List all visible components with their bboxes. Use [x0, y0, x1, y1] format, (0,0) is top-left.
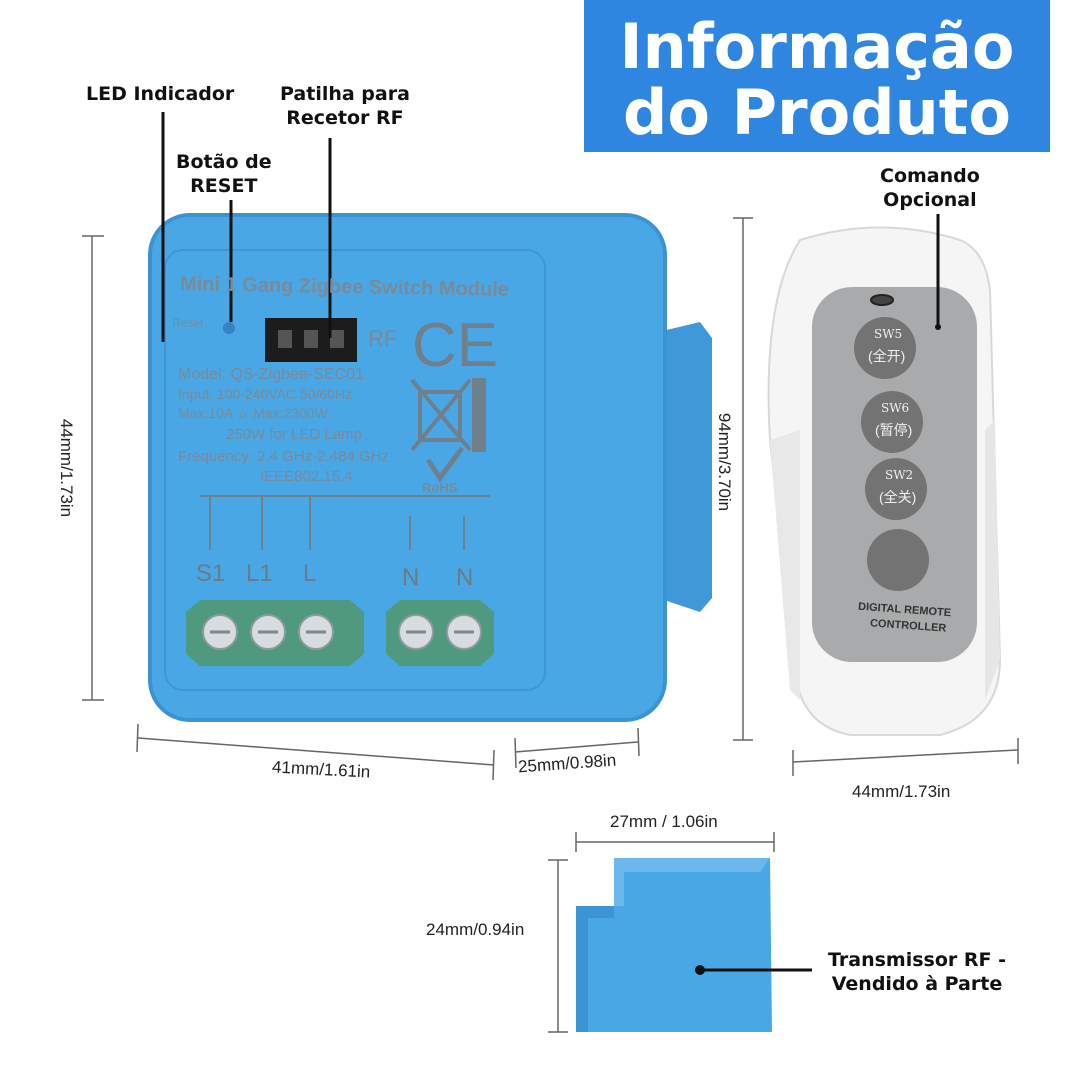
- rf-transmitter-label-line-2: Vendido à Parte: [831, 973, 1003, 995]
- remote-button-sw5-top: SW5: [874, 327, 903, 341]
- terminal-label-l1: L1: [246, 560, 273, 587]
- transmitter-width-dimension: 27mm / 1.06in: [610, 812, 718, 831]
- rf-transmitter-label: Transmissor RF - Vendido à Parte: [828, 948, 1006, 996]
- dimension-lines: [82, 217, 1019, 1033]
- remote-button-sw2-bottom: (全关): [879, 489, 917, 505]
- module-frequency: Frequency: 2.4 GHz-2.484 GHz: [178, 448, 389, 465]
- led-indicator-label: LED Indicador: [86, 83, 235, 105]
- banner-title-line-1: Informação: [619, 10, 1015, 83]
- terminal-label-l: L: [303, 560, 317, 587]
- module-led-lamp: 250W for LED Lamp: [226, 426, 362, 443]
- banner-title-line-2: do Produto: [623, 76, 1011, 149]
- rf-transmitter-label-line-1: Transmissor RF -: [828, 949, 1006, 971]
- terminal-label-s1: S1: [196, 560, 226, 587]
- module-model: Model: QS-Zigbee-SEC01: [178, 366, 364, 383]
- module-rohs: RoHS: [422, 480, 458, 495]
- module-reset-label: Reset: [172, 316, 204, 330]
- module-height-dimension: 44mm/1.73in: [57, 418, 76, 518]
- remote-height-dimension: 94mm/3.70in: [715, 412, 734, 512]
- reset-button-label-line-2: RESET: [190, 175, 258, 197]
- transmitter-height-dimension: 24mm/0.94in: [426, 920, 525, 939]
- remote-control: [767, 226, 1002, 736]
- callout-lines: [161, 112, 940, 972]
- module-standard: IEEE802.15.4: [260, 468, 353, 485]
- terminal-label-n1: N: [402, 564, 420, 591]
- svg-text:CE: CE: [412, 311, 498, 380]
- remote-button-sw5-bottom: (全开): [868, 348, 906, 364]
- reset-button-label-line-1: Botão de: [176, 151, 272, 173]
- module-max: Max:10A ☼ Max:2300W: [178, 405, 328, 421]
- terminal-block-left: [186, 600, 364, 666]
- remote-width-dimension: 44mm/1.73in: [852, 782, 951, 801]
- switch-module: CE: [148, 213, 712, 722]
- terminal-block-right: [386, 600, 494, 666]
- remote-button-sw2-top: SW2: [885, 468, 914, 482]
- rf-receiver-pin-label-line-2: Recetor RF: [286, 107, 404, 129]
- rf-receiver-pin-label: Patilha para Recetor RF: [280, 82, 410, 130]
- optional-remote-label-line-2: Opcional: [883, 189, 977, 211]
- optional-remote-label-line-1: Comando: [880, 165, 980, 187]
- reset-button-label: Botão de RESET: [176, 150, 272, 198]
- terminal-label-n2: N: [456, 564, 474, 591]
- module-rf-label: RF: [368, 326, 398, 351]
- rf-transmitter: [576, 858, 772, 1032]
- module-input: Input: 100-240VAC 50/60Hz: [178, 386, 353, 402]
- optional-remote-label: Comando Opcional: [880, 164, 980, 212]
- title-banner: Informação do Produto: [584, 0, 1050, 152]
- remote-button-sw6-top: SW6: [881, 401, 910, 415]
- rf-receiver-pin-label-line-1: Patilha para: [280, 83, 410, 105]
- remote-buttons: [854, 317, 929, 591]
- remote-button-sw6-bottom: (暂停): [875, 422, 913, 438]
